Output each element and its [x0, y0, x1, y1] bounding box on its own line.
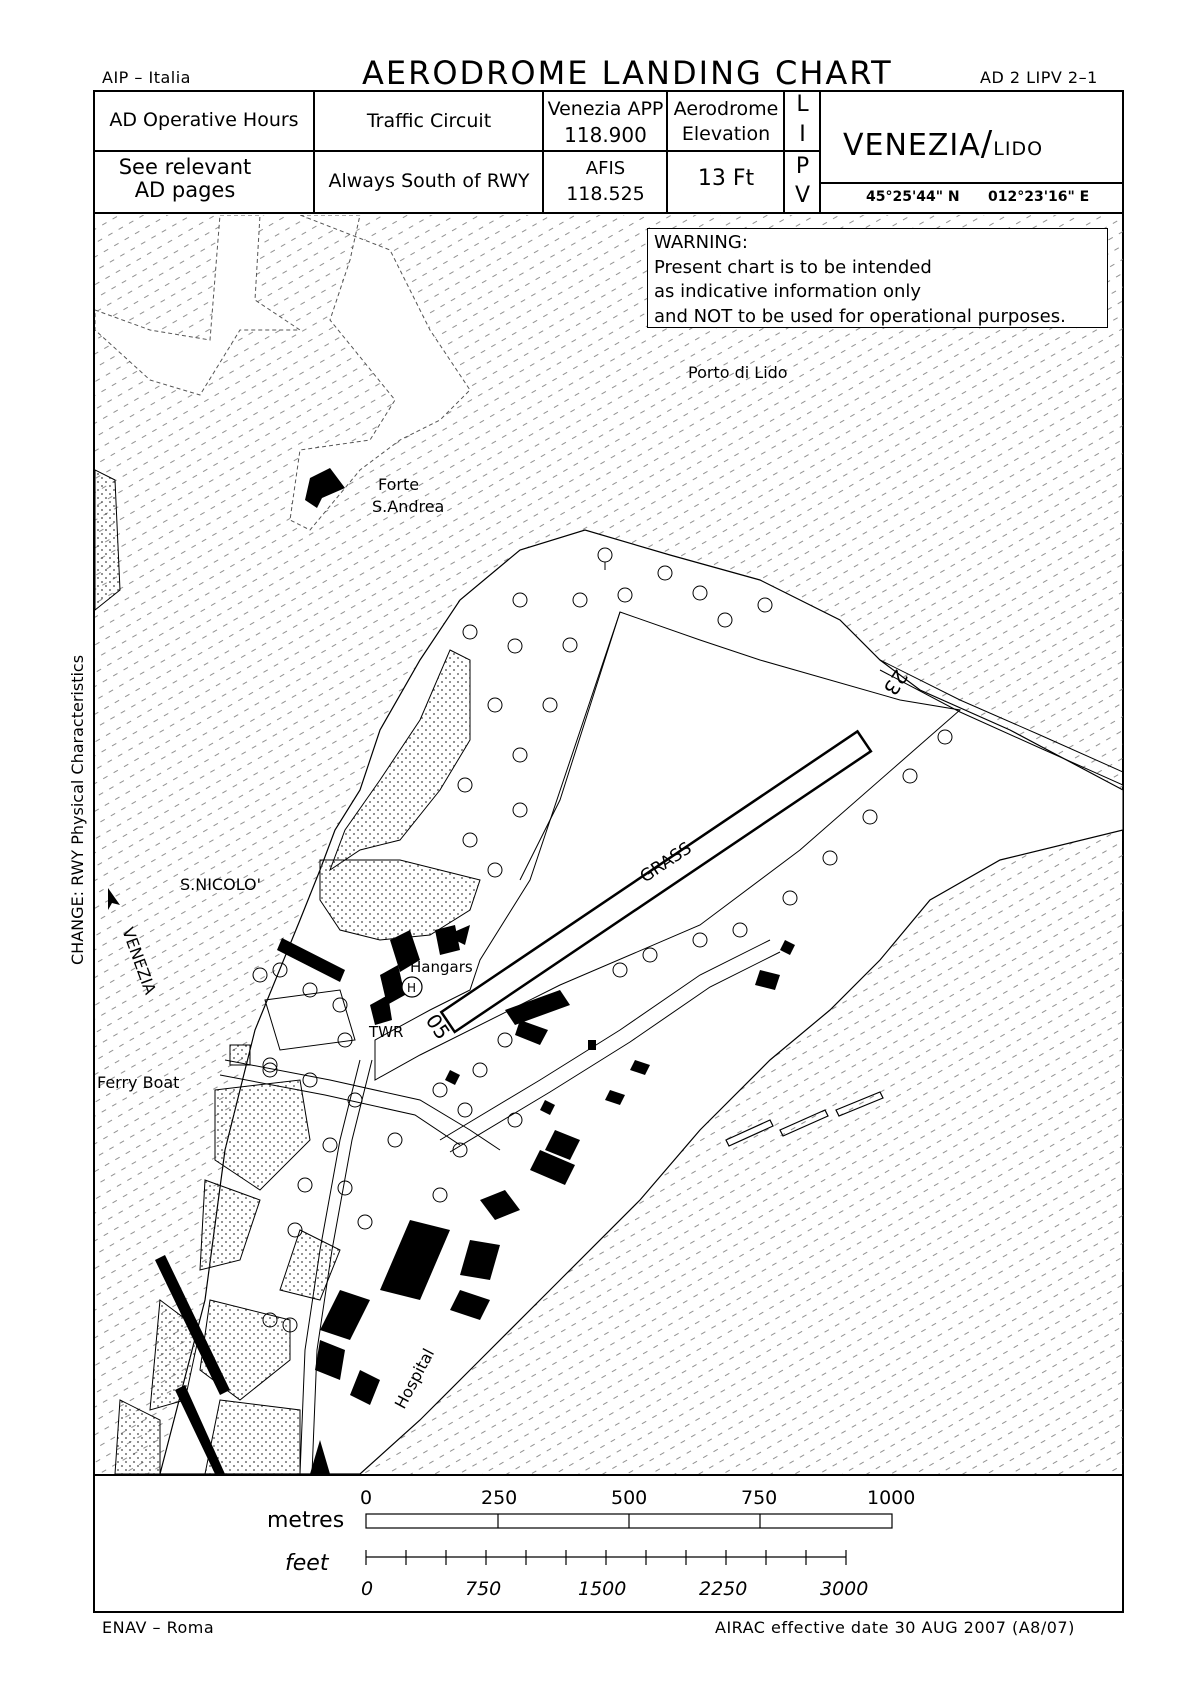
icao-letter-2: I [799, 122, 806, 147]
app-frequency: 118.900 [564, 123, 647, 147]
metres-tick-500: 500 [611, 1487, 648, 1509]
afis-frequency: 118.525 [566, 183, 645, 205]
afis-label: AFIS [585, 158, 626, 179]
feet-label: feet [285, 1551, 329, 1576]
built-area-2 [319, 859, 481, 941]
metres-label: metres [267, 1508, 345, 1533]
metres-tick-1000: 1000 [867, 1487, 916, 1509]
label-twr: TWR [368, 1023, 403, 1041]
ad-hours-label: AD Operative Hours [109, 109, 299, 131]
elevation-value: 13 Ft [697, 166, 755, 191]
island-west [95, 469, 121, 611]
metres-tick-750: 750 [741, 1487, 778, 1509]
traffic-circuit-value: Always South of RWY [328, 170, 530, 192]
warning-box: WARNING: Present chart is to be intended… [647, 228, 1108, 328]
feet-tick-750: 750 [465, 1578, 502, 1600]
feet-tick-3000: 3000 [820, 1578, 869, 1600]
aerodrome-name-sub: LIDO [993, 138, 1044, 160]
built-area-1 [328, 649, 471, 872]
traffic-circuit-label: Traffic Circuit [366, 110, 492, 132]
label-s-nicolo: S.NICOLO' [180, 875, 261, 894]
warning-title: WARNING: [654, 232, 748, 253]
icao-letter-1: L [796, 92, 809, 117]
warning-line-1: Present chart is to be intended [654, 256, 932, 278]
ad-hours-value-2: AD pages [134, 178, 236, 202]
metres-tick-0: 0 [360, 1487, 373, 1509]
icao-letter-3: P [795, 154, 810, 179]
label-heliport: H [407, 981, 416, 995]
footer-airac-date: AIRAC effective date 30 AUG 2007 (A8/07) [715, 1618, 1075, 1637]
page-title: AERODROME LANDING CHART [362, 54, 893, 92]
runway-05-23 [439, 729, 873, 1034]
windsock-icon [440, 925, 470, 950]
label-ferry-boat: Ferry Boat [97, 1073, 179, 1092]
aip-label: AIP – Italia [102, 68, 191, 87]
label-hangars: Hangars [410, 958, 473, 976]
longitude: 012°23'16" E [988, 189, 1090, 205]
breakwater [725, 1091, 884, 1147]
metres-tick-250: 250 [481, 1487, 518, 1509]
footer-publisher: ENAV – Roma [102, 1618, 215, 1637]
feet-tick-0: 0 [361, 1578, 374, 1600]
feet-tick-1500: 1500 [578, 1578, 627, 1600]
ad-hours-value-1: See relevant [118, 155, 252, 179]
app-label: Venezia APP [547, 98, 664, 120]
warning-line-3: and NOT to be used for operational purpo… [654, 305, 1066, 327]
heliport-icon [401, 976, 423, 998]
sandbank-north [95, 215, 302, 396]
label-forte: Forte [378, 475, 419, 494]
elevation-label-2: Elevation [681, 123, 771, 145]
elevation-label-1: Aerodrome [673, 98, 779, 120]
aerodrome-name-main: VENEZIA [843, 128, 981, 163]
page-reference: AD 2 LIPV 2–1 [980, 68, 1098, 87]
trees [252, 547, 953, 1333]
aerodrome-name: VENEZIA/LIDO [843, 124, 1044, 164]
feet-tick-2250: 2250 [699, 1578, 748, 1600]
latitude: 45°25'44" N [866, 189, 960, 205]
label-porto-di-lido: Porto di Lido [688, 363, 788, 382]
icao-letter-4: V [794, 183, 811, 208]
warning-line-2: as indicative information only [654, 281, 922, 302]
north-arrow-icon [108, 888, 120, 910]
sandbank-forte [289, 215, 471, 531]
airfield-perimeter [374, 611, 962, 1081]
buildings [155, 468, 795, 1474]
label-s-andrea: S.Andrea [372, 497, 444, 516]
